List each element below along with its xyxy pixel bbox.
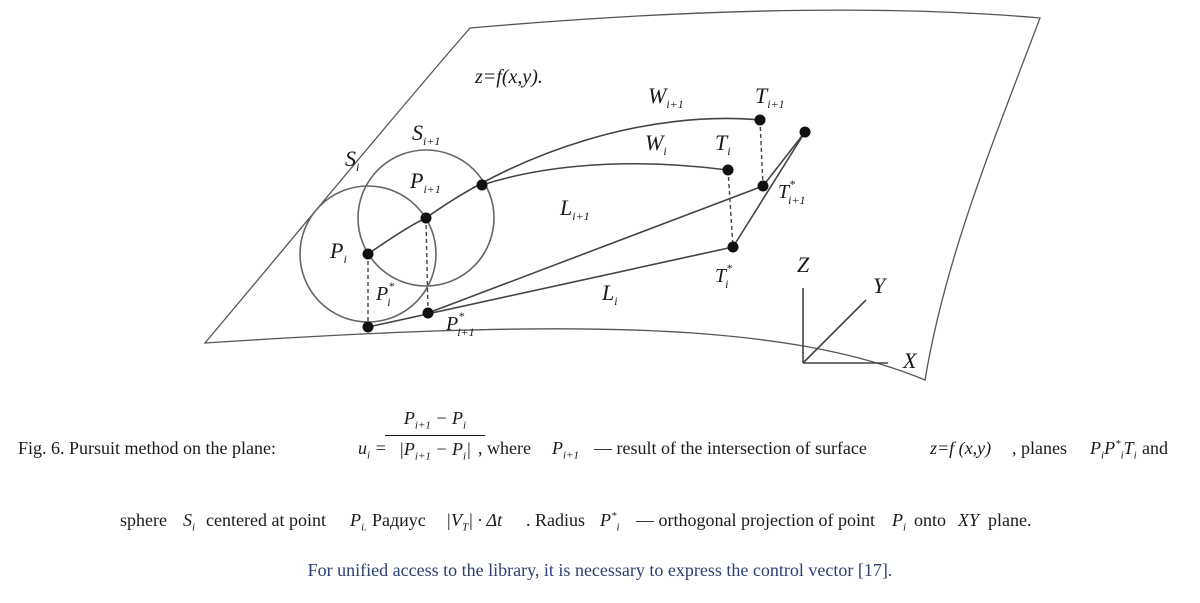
label-t-i1: Ti+1 bbox=[755, 83, 785, 111]
label-p-i1: Pi+1 bbox=[409, 168, 441, 196]
curve-w-i bbox=[367, 217, 427, 255]
point-tip bbox=[799, 126, 811, 138]
sphere-s-i1 bbox=[357, 149, 495, 287]
line-l-i bbox=[367, 246, 734, 328]
caption-line-3: For unified access to the library, it is… bbox=[307, 560, 893, 580]
label-s-i: Si bbox=[345, 146, 359, 174]
axis-label-x: X bbox=[902, 348, 918, 373]
caption-p-star: P*i bbox=[600, 510, 620, 534]
line-t-i-star-to-t-i1-star bbox=[732, 131, 806, 248]
caption-u: ui = bbox=[358, 438, 387, 462]
point-t-i1 bbox=[754, 114, 766, 126]
surface-label: z=f(x,y). bbox=[474, 66, 543, 88]
curve-w-i1 bbox=[425, 117, 761, 219]
caption-centered: centered at point bbox=[206, 510, 326, 530]
caption-proj-p: Pi bbox=[892, 510, 907, 534]
point-p-i1 bbox=[420, 212, 432, 224]
caption-radius: . Radius bbox=[526, 510, 586, 530]
caption-line-2: sphere Si centered at point Pi. Радиус |… bbox=[0, 500, 1200, 540]
label-t-i1-star: T*i+1 bbox=[778, 177, 806, 207]
fraction-numerator: Pi+1 − Pi bbox=[385, 408, 485, 436]
axis-label-y: Y bbox=[873, 273, 888, 298]
label-l-i1: Li+1 bbox=[559, 195, 590, 223]
label-p-i: Pi bbox=[329, 238, 347, 266]
point-p-i bbox=[362, 248, 374, 260]
caption-sphere: sphere bbox=[120, 510, 167, 530]
caption-projection: — orthogonal projection of point bbox=[636, 510, 875, 530]
fraction-denominator: |Pi+1 − Pi| bbox=[398, 438, 472, 463]
label-s-i1: Si+1 bbox=[412, 120, 440, 148]
point-intersection bbox=[476, 179, 488, 191]
surface-outline bbox=[203, 9, 1041, 381]
caption-onto: onto bbox=[914, 510, 947, 530]
label-p-i-star: P*i bbox=[375, 279, 394, 309]
label-p-i1-star: P*i+1 bbox=[445, 309, 475, 339]
axis-y bbox=[802, 299, 867, 364]
label-t-i: Ti bbox=[715, 130, 731, 158]
point-p-i1-star bbox=[422, 307, 434, 319]
caption-p-i: Pi. bbox=[350, 510, 367, 534]
caption-fraction: Pi+1 − Pi |Pi+1 − Pi| bbox=[385, 408, 485, 462]
point-t-i-star bbox=[727, 241, 739, 253]
caption-plane: plane. bbox=[988, 510, 1032, 530]
label-l-i: Li bbox=[601, 280, 618, 308]
caption-line-1: Fig. 6. Pursuit method on the plane: ui … bbox=[0, 408, 1200, 478]
caption-and: and bbox=[1142, 438, 1168, 458]
caption-planes: , planes bbox=[1012, 438, 1067, 458]
label-w-i1: Wi+1 bbox=[648, 83, 684, 111]
caption-p-i1: Pi+1 bbox=[552, 438, 579, 462]
line-l-i1 bbox=[427, 185, 764, 314]
caption-vt: |VT| · Δt bbox=[446, 510, 503, 534]
point-t-i1-star bbox=[757, 180, 769, 192]
caption-prefix: Fig. 6. Pursuit method on the plane: bbox=[18, 438, 276, 458]
label-w-i: Wi bbox=[645, 130, 667, 158]
point-t-i bbox=[722, 164, 734, 176]
caption-s-i: Si bbox=[183, 510, 196, 534]
caption-where: , where bbox=[478, 438, 531, 458]
line-tip bbox=[762, 131, 806, 187]
dash-t-i bbox=[727, 169, 734, 248]
axis-label-z: Z bbox=[797, 252, 810, 277]
dash-p-i1 bbox=[425, 217, 429, 314]
caption-planes-symbol: PiP*iTi bbox=[1090, 438, 1137, 462]
caption-xy: XY bbox=[958, 510, 980, 530]
curve-w-i-upper bbox=[481, 162, 729, 186]
dash-t-i1 bbox=[759, 119, 764, 187]
caption-z: z=f (x,y) bbox=[930, 438, 992, 458]
label-t-i-star: T*i bbox=[715, 261, 732, 291]
pursuit-method-diagram: z=f(x,y). Si Si+1 Pi Pi+1 P*i P*i+1 Wi+1… bbox=[203, 9, 1041, 381]
caption-radius-ru: Радиус bbox=[372, 510, 426, 530]
caption-result: — result of the intersection of surface bbox=[594, 438, 867, 458]
point-p-i-star bbox=[362, 321, 374, 333]
